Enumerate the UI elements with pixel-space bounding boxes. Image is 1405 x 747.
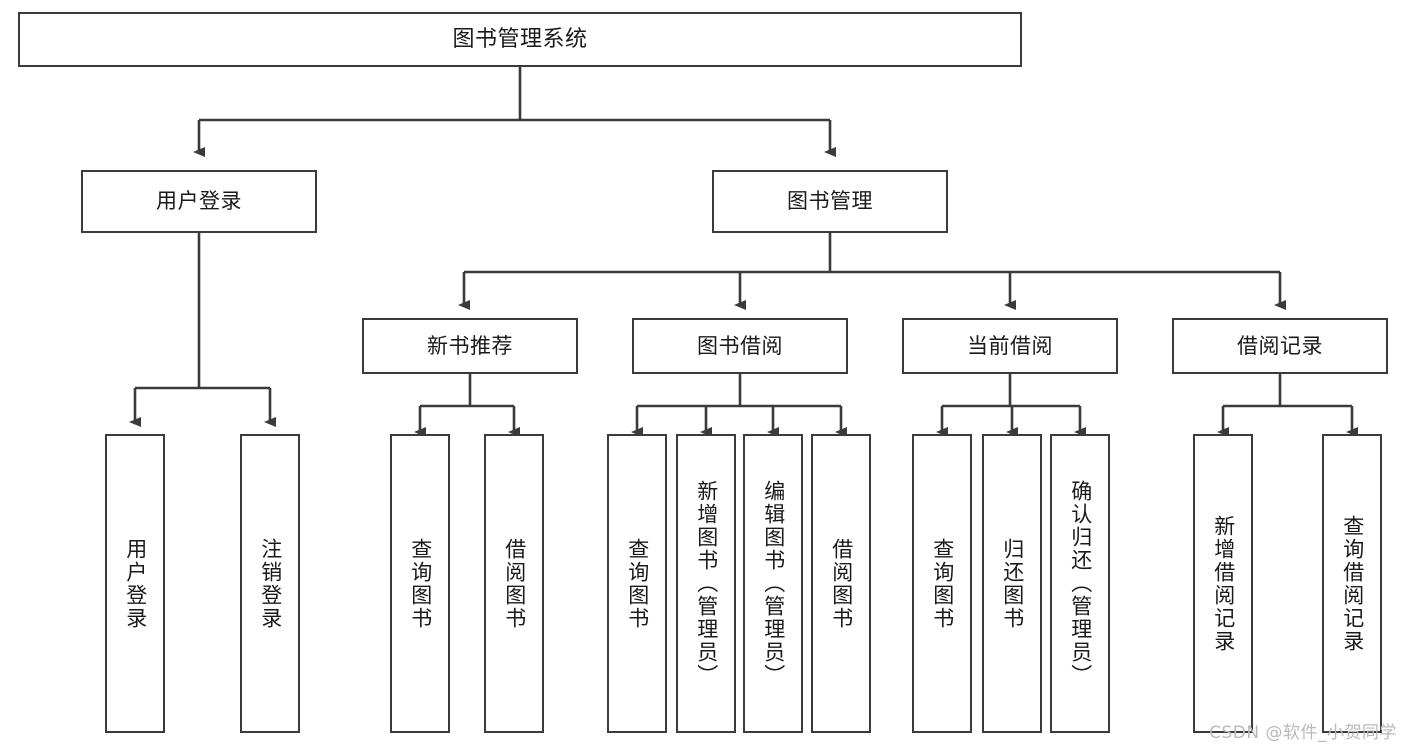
node-label: 确认归还（管理员） (1068, 480, 1093, 687)
node-user-login[interactable]: 用户登录 (81, 170, 317, 233)
node-label: 查询图书 (408, 537, 433, 630)
node-label: 注销登录 (258, 537, 283, 630)
leaf-logout[interactable]: 注销登录 (240, 434, 300, 733)
node-label: 新书推荐 (427, 333, 513, 358)
node-label: 当前借阅 (967, 333, 1053, 358)
node-current-borrow[interactable]: 当前借阅 (902, 318, 1118, 374)
leaf-borrow-book[interactable]: 借阅图书 (811, 434, 871, 733)
leaf-query-book-borrow[interactable]: 查询图书 (607, 434, 667, 733)
leaf-user-login[interactable]: 用户登录 (105, 434, 165, 733)
csdn-watermark: CSDN @软件_小贺同学 (1209, 723, 1397, 743)
node-label: 借阅图书 (502, 537, 527, 630)
node-label: 用户登录 (156, 189, 242, 214)
node-label: 图书管理 (787, 189, 873, 214)
node-root-system[interactable]: 图书管理系统 (18, 12, 1022, 67)
node-label: 用户登录 (123, 537, 148, 630)
leaf-return-book[interactable]: 归还图书 (982, 434, 1042, 733)
node-new-book-recommend[interactable]: 新书推荐 (362, 318, 578, 374)
node-borrow-record[interactable]: 借阅记录 (1172, 318, 1388, 374)
leaf-add-borrow-record[interactable]: 新增借阅记录 (1193, 434, 1253, 733)
leaf-edit-book-admin[interactable]: 编辑图书（管理员） (743, 434, 803, 733)
node-label: 借阅记录 (1237, 333, 1323, 358)
node-label: 图书管理系统 (452, 26, 588, 52)
node-label: 新增借阅记录 (1211, 514, 1236, 653)
leaf-add-book-admin[interactable]: 新增图书（管理员） (676, 434, 736, 733)
node-label: 查询借阅记录 (1340, 514, 1365, 653)
node-label: 编辑图书（管理员） (761, 480, 786, 687)
node-label: 图书借阅 (697, 333, 783, 358)
node-label: 归还图书 (1000, 537, 1025, 630)
node-label: 查询图书 (930, 537, 955, 630)
leaf-borrow-book-new[interactable]: 借阅图书 (484, 434, 544, 733)
node-label: 借阅图书 (829, 537, 854, 630)
leaf-query-book-new[interactable]: 查询图书 (390, 434, 450, 733)
node-label: 查询图书 (625, 537, 650, 630)
leaf-query-borrow-record[interactable]: 查询借阅记录 (1322, 434, 1382, 733)
leaf-confirm-return-admin[interactable]: 确认归还（管理员） (1050, 434, 1110, 733)
node-book-borrow[interactable]: 图书借阅 (632, 318, 848, 374)
node-label: 新增图书（管理员） (694, 480, 719, 687)
node-book-management[interactable]: 图书管理 (712, 170, 948, 233)
leaf-query-book-current[interactable]: 查询图书 (912, 434, 972, 733)
